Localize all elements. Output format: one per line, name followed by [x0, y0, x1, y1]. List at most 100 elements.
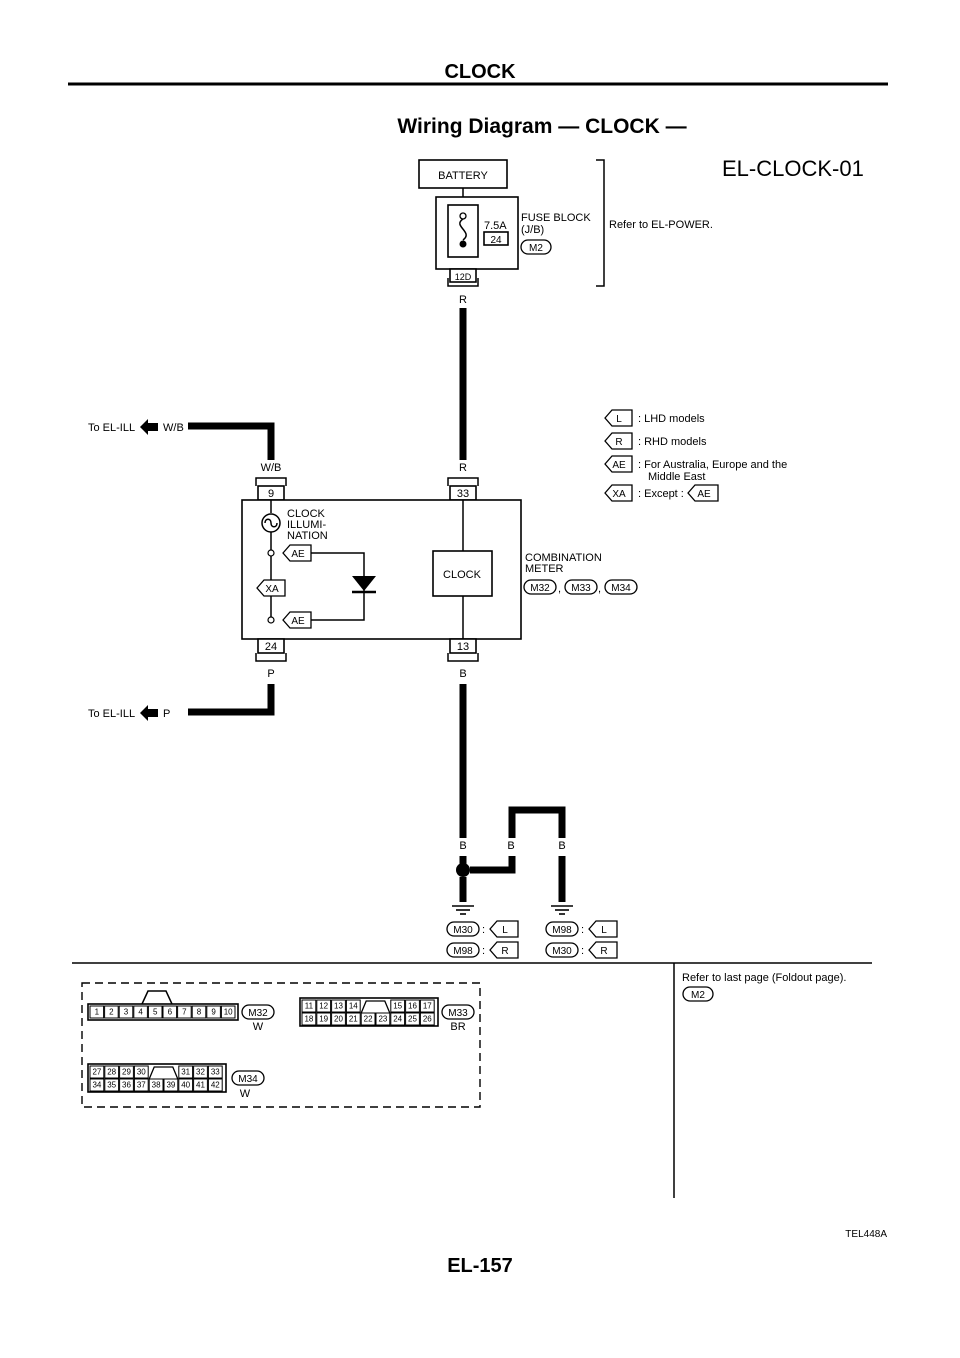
- fuse-terminal-bracket: [447, 278, 479, 287]
- fuse-block-label-2: (J/B): [521, 224, 544, 236]
- m34-pin-29: 29: [122, 1068, 131, 1077]
- legend-text-l: : LHD models: [638, 413, 705, 425]
- combination-meter: 9 33 CLOCK ILLUMI- NATION AE AE XA CLOCK…: [241, 477, 638, 662]
- ground-right-colon-1: :: [581, 924, 584, 936]
- ae-node-top: [267, 549, 275, 557]
- wire-color-b-right: B: [558, 840, 565, 852]
- m33-pin-18-cell: [301, 1012, 317, 1026]
- m32-pin-5-cell: [147, 1005, 163, 1019]
- terminal-33: 33: [457, 488, 469, 500]
- fuse-rating: 7.5A: [484, 220, 507, 232]
- connector-m34-name: M34: [238, 1074, 258, 1085]
- ground-right-tag-1-label: L: [601, 925, 607, 936]
- ground-right-tag-1: [588, 920, 618, 938]
- refer-last-conn-label: M2: [691, 990, 705, 1001]
- terminal-24: 24: [265, 641, 277, 653]
- page-title: Wiring Diagram — CLOCK —: [397, 115, 686, 138]
- ground-right-icon: [551, 905, 573, 915]
- meter-conn-m32-label: M32: [530, 583, 550, 594]
- m34-pin-37: 37: [137, 1081, 146, 1090]
- terminal-9-bracket: [255, 477, 287, 486]
- legend-text-xa: : Except :: [638, 488, 684, 500]
- m33-pin-19-cell: [316, 1012, 332, 1026]
- xa-tag: [256, 579, 286, 597]
- legend-tag-r-label: R: [615, 437, 622, 448]
- refer-power: Refer to EL-POWER.: [609, 219, 713, 231]
- fuse-connector-label: M2: [529, 243, 543, 254]
- m32-pin-4: 4: [138, 1008, 143, 1017]
- m33-pin-20: 20: [334, 1015, 343, 1024]
- arrow-left-icon-bottom: [140, 705, 158, 721]
- m34-pin-27-cell: [89, 1065, 105, 1079]
- m34-pin-38-cell: [148, 1078, 164, 1092]
- legend-tag-xa-ae: [687, 484, 719, 502]
- m33-pin-13: 13: [334, 1002, 343, 1011]
- m33-pin-22-cell: [360, 1012, 376, 1026]
- m34-pin-29-cell: [119, 1065, 134, 1079]
- m33-pin-25: 25: [408, 1015, 417, 1024]
- m34-pin-41-cell: [193, 1078, 208, 1092]
- ground-left-conn-2: [446, 942, 480, 958]
- to-el-ill-bottom: To EL-ILL: [88, 708, 135, 720]
- ground-right-conn-2: [545, 942, 579, 958]
- fuse-top-node: [459, 212, 467, 220]
- m33-pin-12: 12: [319, 1002, 328, 1011]
- m33-pin-17: 17: [423, 1002, 432, 1011]
- m34-pin-41: 41: [196, 1081, 205, 1090]
- ground-left-colon-2: :: [482, 945, 485, 957]
- m34-pin-35-cell: [104, 1078, 120, 1092]
- m32-pin-2: 2: [109, 1008, 114, 1017]
- wire-color-r-mid: R: [459, 462, 467, 474]
- power-bracket: [596, 159, 605, 287]
- to-el-ill-top: To EL-ILL: [88, 422, 135, 434]
- m32-pin-9: 9: [211, 1008, 216, 1017]
- legend-tag-xa-label: XA: [612, 489, 626, 500]
- meter-conn-m33: [564, 579, 598, 595]
- fuse-number: 24: [490, 235, 502, 246]
- ground-right-colon-2: :: [581, 945, 584, 957]
- connector-m32-color: W: [253, 1021, 264, 1033]
- illum-label-3: NATION: [287, 530, 328, 542]
- m33-pin-21-cell: [345, 1012, 361, 1026]
- diagram-code: EL-CLOCK-01: [722, 156, 864, 181]
- m32-pin-10-cell: [220, 1005, 236, 1019]
- connector-m32-name: M32: [248, 1008, 268, 1019]
- m34-pin-30-cell: [133, 1065, 149, 1079]
- fuse-terminal-label: 12D: [455, 272, 472, 282]
- m34-pin-33-cell: [207, 1065, 223, 1079]
- ground-left-tag-1: [489, 920, 519, 938]
- illum-label-1: CLOCK: [287, 508, 326, 520]
- terminal-9: 9: [268, 488, 274, 500]
- m34-pin-34: 34: [92, 1081, 101, 1090]
- ground-left-colon-1: :: [482, 924, 485, 936]
- terminal-33-bracket: [447, 477, 479, 486]
- m33-pin-23: 23: [378, 1015, 387, 1024]
- meter-conn-sep-1: ,: [558, 583, 561, 595]
- diode-icon: [352, 576, 376, 591]
- legend-text-ae-2: Middle East: [648, 471, 705, 483]
- wire-color-r-top: R: [459, 294, 467, 306]
- meter-name-2: METER: [525, 563, 564, 575]
- meter-conn-sep-2: ,: [598, 583, 601, 595]
- m32-pin-1-cell: [89, 1005, 105, 1019]
- ground-left-tag-2: [489, 941, 519, 959]
- m32-pin-4-cell: [133, 1005, 148, 1019]
- connector-m32-latch: [141, 990, 173, 1005]
- ground-left-tag-2-label: R: [501, 946, 508, 957]
- m33-pin-16: 16: [408, 1002, 417, 1011]
- wire-b-splice: [470, 856, 516, 874]
- m32-pin-6-cell: [162, 1005, 178, 1019]
- ground-right-conn-2-label: M30: [552, 946, 572, 957]
- legend-tag-l: [604, 409, 633, 427]
- m34-pin-36-cell: [119, 1078, 134, 1092]
- m34-pin-33: 33: [211, 1068, 220, 1077]
- legend-tag-l-label: L: [616, 414, 622, 425]
- m32-pin-3-cell: [118, 1005, 134, 1019]
- m33-pin-12-cell: [316, 999, 332, 1013]
- m33-pin-25-cell: [405, 1012, 420, 1026]
